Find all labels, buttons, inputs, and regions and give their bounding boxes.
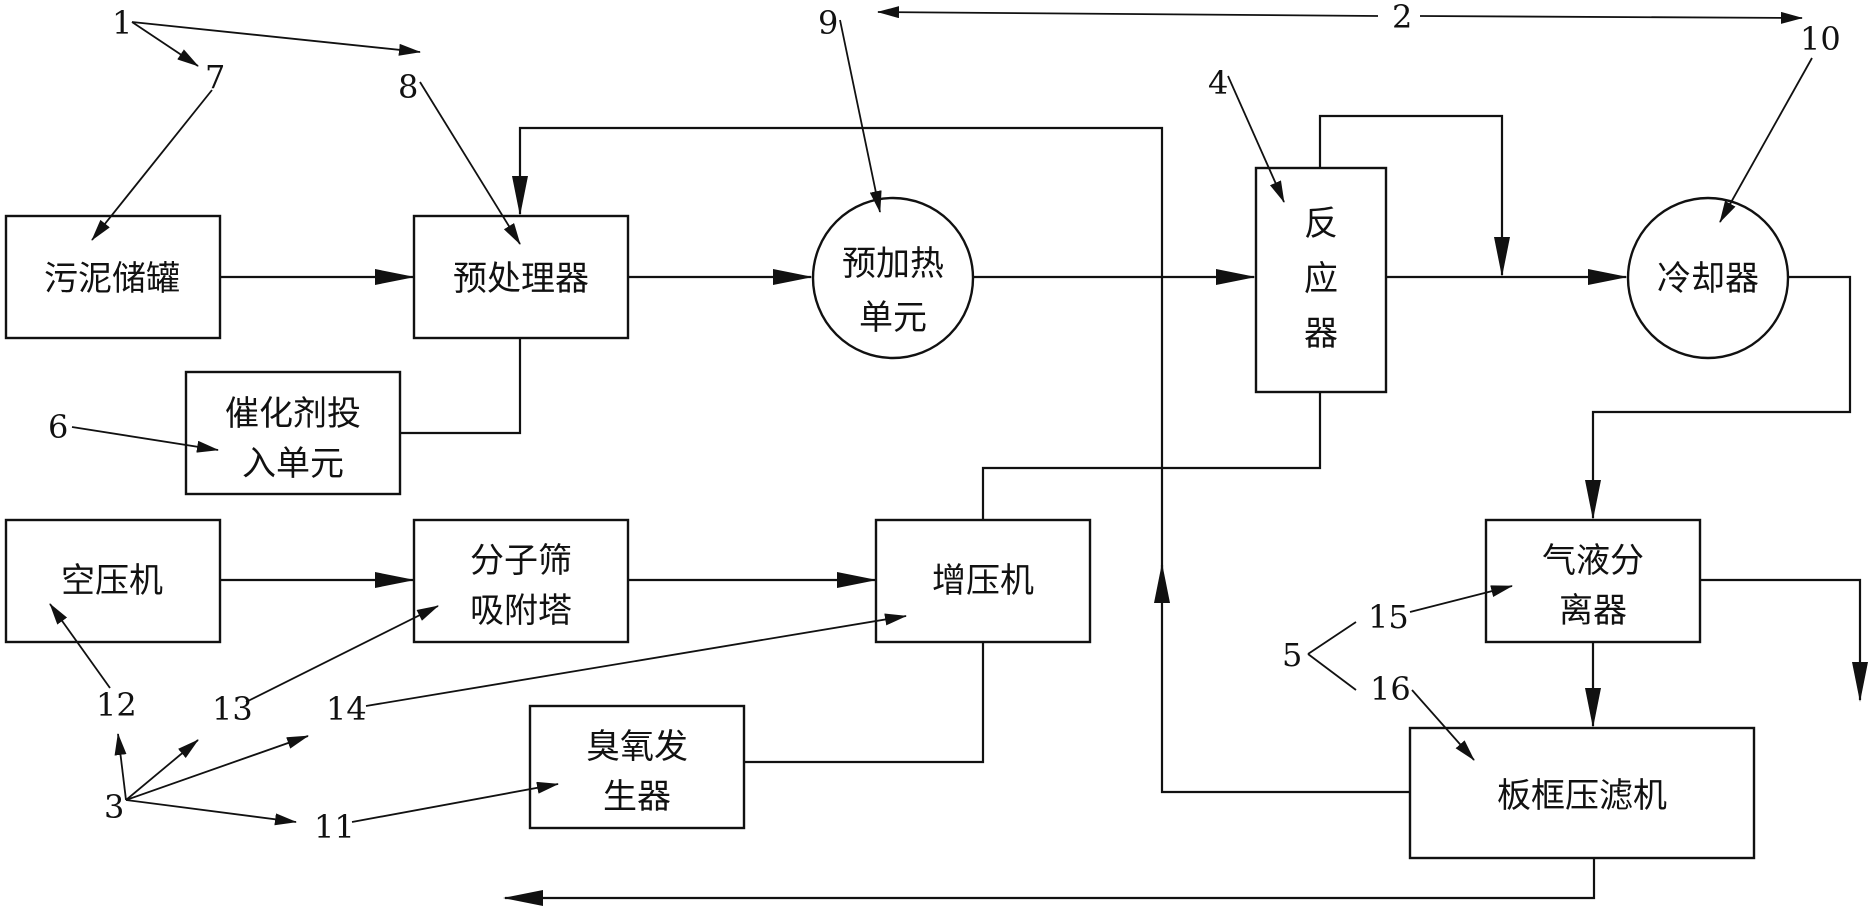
ozone-generator-label-2: 生器 (603, 777, 671, 817)
leader-5-to-15 (1307, 621, 1357, 655)
molecular-sieve-box (412, 518, 630, 644)
catalyst-unit-label-1: 催化剂投 (225, 394, 361, 434)
callout-14: 14 (326, 690, 367, 728)
sludge-tank-box (4, 214, 222, 340)
callout-13: 13 (212, 690, 253, 728)
booster-label: 增压机 (932, 561, 1034, 601)
callout-4: 4 (1208, 64, 1228, 102)
molecular-sieve-label-2: 吸附塔 (470, 591, 572, 631)
reactor-label-1: 反 (1304, 204, 1338, 244)
leader-15 (1409, 585, 1513, 613)
ozone-generator-label-1: 臭氧发 (586, 727, 688, 767)
sludge-tank-label: 污泥储罐 (44, 259, 180, 299)
reactor-label-3: 器 (1304, 314, 1338, 354)
callout-9: 9 (818, 4, 838, 42)
leader-8 (419, 81, 521, 245)
flow-separator-gas-out (1700, 578, 1868, 702)
callout-1: 1 (112, 4, 132, 42)
leader-6 (71, 426, 219, 453)
preheat-unit-label-1: 预加热 (842, 244, 944, 284)
leader-1-to-7 (131, 21, 199, 67)
callout-8: 8 (398, 68, 418, 106)
callout-11: 11 (314, 808, 355, 846)
leader-16 (1411, 689, 1475, 761)
leader-14 (365, 613, 907, 707)
filter-press-label: 板框压滤机 (1497, 776, 1667, 816)
preheat-unit-label-2: 单元 (859, 298, 927, 338)
flow-cooler-to-separator (1585, 275, 1852, 520)
flow-reactor-bypass (1318, 114, 1510, 277)
pretreater-box (412, 214, 630, 340)
leader-13 (245, 605, 439, 703)
leader-9 (839, 19, 882, 213)
leader-12 (49, 603, 111, 689)
booster-box (874, 518, 1092, 644)
leader-4 (1227, 75, 1285, 203)
leader-10 (1719, 57, 1813, 223)
flow-catalyst-to-pretreater (400, 338, 522, 435)
leader-3-to-14 (125, 735, 309, 801)
flow-ozone-to-booster (744, 642, 985, 764)
reactor-label-2: 应 (1304, 259, 1338, 299)
callout-6: 6 (48, 408, 68, 446)
air-compressor-label: 空压机 (61, 561, 163, 601)
ozone-generator-box (528, 704, 746, 830)
flow-filter-press-solids-out (503, 858, 1596, 906)
leader-5-to-16 (1307, 653, 1357, 691)
callout-12: 12 (96, 686, 137, 724)
pretreater-label: 预处理器 (453, 259, 589, 299)
molecular-sieve-label-1: 分子筛 (470, 541, 572, 581)
separator-label-2: 离器 (1559, 591, 1627, 631)
callout-2: 2 (1392, 0, 1412, 36)
callout-10: 10 (1800, 20, 1841, 58)
leader-2-left (877, 6, 1379, 19)
flow-filtrate-recycle (512, 126, 1410, 794)
air-compressor-box (4, 518, 222, 644)
callout-15: 15 (1368, 598, 1409, 636)
leader-3-to-13 (125, 739, 199, 801)
catalyst-unit-label-2: 入单元 (242, 444, 344, 484)
catalyst-unit-box (184, 370, 402, 496)
leader-1-to-8 (131, 21, 421, 56)
callout-5: 5 (1282, 636, 1302, 674)
flow-booster-to-reactor (981, 392, 1322, 520)
callout-16: 16 (1370, 670, 1411, 708)
leader-3-to-12 (114, 733, 127, 801)
leader-2-right (1419, 11, 1803, 24)
leader-11 (351, 781, 559, 823)
separator-label-1: 气液分 (1542, 541, 1644, 581)
cooler-label: 冷却器 (1657, 259, 1759, 299)
callout-7: 7 (205, 58, 225, 96)
leader-3-to-11 (125, 799, 297, 826)
reactor-box (1254, 166, 1388, 394)
callout-3: 3 (104, 788, 124, 826)
leader-7 (91, 89, 213, 241)
